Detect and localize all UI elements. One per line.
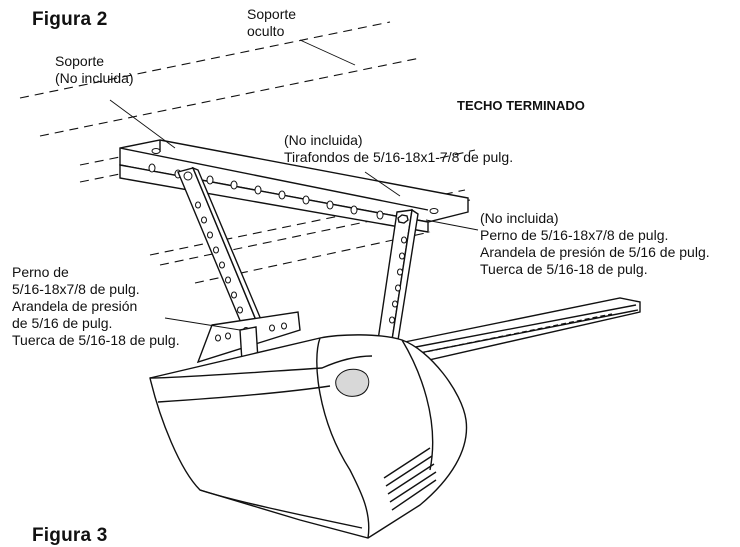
support-not-included-label: Soporte (No incluida)	[55, 53, 134, 87]
bolt-left-line-3: Arandela de presión	[12, 298, 138, 314]
lag-screws-line-1: (No incluida)	[284, 132, 363, 148]
support-line-2: (No incluida)	[55, 70, 134, 86]
bolt-left-line-4: de 5/16 de pulg.	[12, 315, 113, 331]
bolt-left-line-1: Perno de	[12, 264, 69, 280]
bolt-right-label: (No incluida) Perno de 5/16-18x7/8 de pu…	[480, 210, 710, 278]
rail	[388, 297, 641, 363]
finished-ceiling-label: TECHO TERMINADO	[457, 98, 585, 113]
bolt-right-line-3: Arandela de presión de 5/16 de pulg.	[480, 244, 710, 260]
lag-screws-label: (No incluida) Tirafondos de 5/16-18x1-7/…	[284, 132, 513, 166]
bolt-right-line-4: Tuerca de 5/16-18 de pulg.	[480, 261, 648, 277]
lag-screws-line-2: Tirafondos de 5/16-18x1-7/8 de pulg.	[284, 149, 514, 165]
leader-lines	[109, 39, 479, 331]
bolt-left-label: Perno de 5/16-18x7/8 de pulg. Arandela d…	[12, 264, 180, 349]
figure-3-title: Figura 3	[32, 525, 108, 546]
bolt-left-line-2: 5/16-18x7/8 de pulg.	[12, 281, 140, 297]
support-line-1: Soporte	[55, 53, 105, 69]
rail-chain	[419, 313, 613, 354]
hidden-support-label: Soporte oculto	[247, 6, 296, 40]
vent-lines	[383, 447, 437, 511]
hidden-support-line-1: Soporte	[247, 6, 297, 22]
bolt-right-line-1: (No incluida)	[480, 210, 559, 226]
left-strap	[177, 166, 263, 331]
opener-housing	[149, 334, 468, 539]
right-strap	[377, 208, 419, 341]
bolt-left-line-5: Tuerca de 5/16-18 de pulg.	[12, 332, 180, 348]
figure-2-title: Figura 2	[32, 9, 108, 30]
hidden-support-line-2: oculto	[247, 23, 285, 39]
bolt-right-line-2: Perno de 5/16-18x7/8 de pulg.	[480, 227, 669, 243]
